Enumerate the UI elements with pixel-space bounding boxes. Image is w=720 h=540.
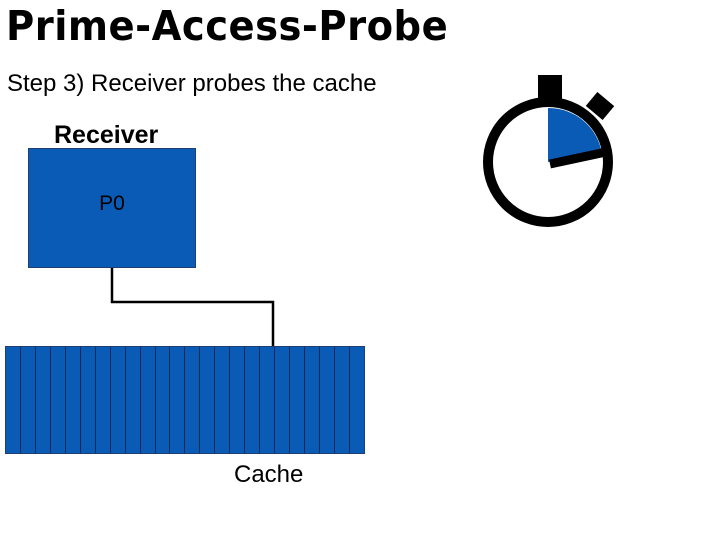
cache-line (111, 347, 126, 453)
cache-line (185, 347, 201, 453)
cache-line (156, 347, 171, 453)
processor-p0-block: P0 (28, 148, 196, 268)
p0-to-cache-connector (110, 268, 275, 346)
stopwatch-hand (549, 147, 607, 169)
cache-label: Cache (234, 461, 304, 488)
cache-line (350, 347, 364, 453)
cache-line (290, 347, 306, 453)
stopwatch-elapsed-wedge (548, 107, 602, 162)
cache-line (260, 347, 276, 453)
cache-line (126, 347, 141, 453)
cache-line (141, 347, 156, 453)
stopwatch-icon (483, 75, 615, 227)
cache-line (96, 347, 111, 453)
cache-block (5, 346, 365, 454)
cache-line (6, 347, 21, 453)
cache-line (21, 347, 36, 453)
cache-line (200, 347, 216, 453)
cache-line (81, 347, 96, 453)
cache-line (66, 347, 81, 453)
stopwatch-side-button (585, 92, 615, 120)
receiver-label: Receiver (54, 121, 159, 149)
cache-line (305, 347, 321, 453)
cache-line (230, 347, 246, 453)
slide-title: Prime-Access-Probe (6, 2, 449, 50)
processor-p0-label: P0 (99, 192, 125, 215)
cache-line (170, 347, 186, 453)
cache-line (245, 347, 261, 453)
cache-line (36, 347, 51, 453)
cache-line (320, 347, 335, 453)
cache-line (215, 347, 231, 453)
cache-line (275, 347, 291, 453)
cache-line (51, 347, 66, 453)
step-description: Step 3) Receiver probes the cache (7, 70, 377, 97)
cache-line (335, 347, 350, 453)
